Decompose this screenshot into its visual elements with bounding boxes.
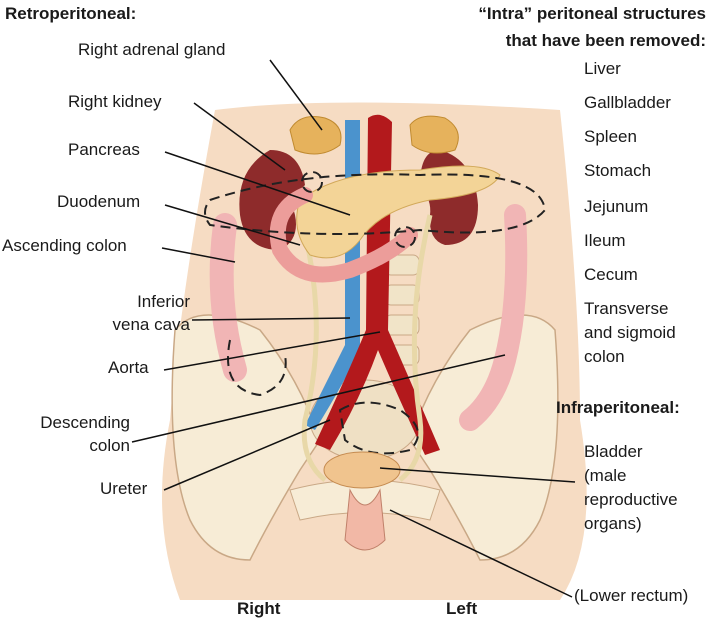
label-aorta: Aorta [108, 358, 149, 377]
label-right-kidney: Right kidney [68, 92, 162, 111]
left-ureter [398, 214, 433, 482]
removed-item: Transverse [584, 299, 669, 318]
pancreas [296, 165, 501, 259]
intraperitoneal-heading-line1: “Intra” peritoneal structures [478, 4, 706, 23]
orientation-right: Right [237, 599, 281, 618]
removed-item: and sigmoid [584, 323, 676, 342]
removed-item: Ileum [584, 231, 626, 250]
orientation-left: Left [446, 599, 478, 618]
duodenum [269, 187, 418, 283]
removed-item: Gallbladder [584, 93, 671, 112]
infraperitoneal-heading: Infraperitoneal: [556, 398, 680, 417]
removed-organ-outlines [204, 171, 547, 455]
pelvis-bone [409, 314, 559, 561]
label-ascending-colon: Ascending colon [2, 236, 127, 255]
removed-item: Jejunum [584, 197, 649, 216]
removed-item: colon [584, 347, 625, 366]
right-kidney [239, 150, 305, 250]
intraperitoneal-heading-line2: that have been removed: [505, 31, 706, 50]
bladder [323, 451, 401, 489]
rectum [344, 488, 386, 551]
infra-item: Bladder [584, 442, 643, 461]
label-pancreas: Pancreas [68, 140, 140, 159]
removed-item: Spleen [584, 127, 637, 146]
label-right-adrenal-gland: Right adrenal gland [78, 40, 226, 59]
ascending-colon [209, 213, 247, 382]
label-inferior: Inferior [137, 292, 190, 311]
removed-item: Liver [584, 59, 621, 78]
label-ureter: Ureter [100, 479, 148, 498]
label-colon: colon [89, 436, 130, 455]
label-duodenum: Duodenum [57, 192, 141, 211]
removed-item: Cecum [584, 265, 638, 284]
leader-lines [131, 59, 576, 598]
label-descending: Descending [40, 413, 130, 432]
retroperitoneal-heading: Retroperitoneal: [5, 4, 137, 23]
infra-item: reproductive [584, 490, 678, 509]
left-adrenal [409, 115, 459, 154]
label-lower-rectum: (Lower rectum) [574, 586, 689, 605]
right-adrenal [289, 116, 342, 155]
aorta [315, 114, 440, 456]
label-vena-cava: vena cava [112, 315, 191, 334]
infra-item: organs) [584, 514, 642, 533]
removed-item: Stomach [584, 161, 652, 180]
descending-colon [459, 204, 528, 431]
infra-item: (male [584, 466, 627, 485]
